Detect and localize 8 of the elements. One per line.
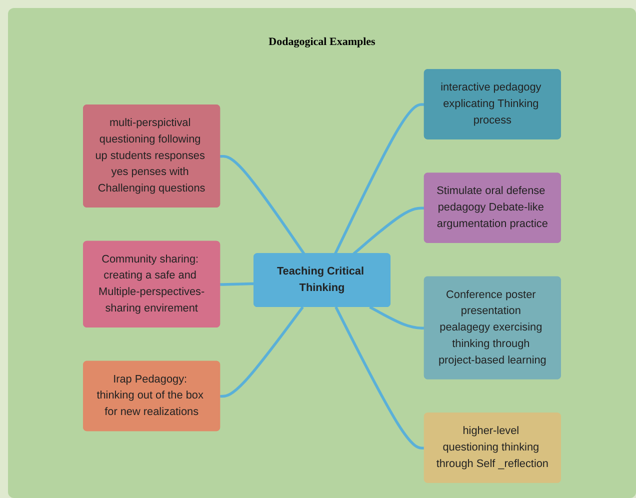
diagram-title: Dodagogical Examples: [268, 36, 376, 48]
connector: [334, 306, 425, 450]
connector: [220, 154, 306, 255]
connector: [220, 306, 304, 398]
connector: [334, 103, 425, 254]
connector: [220, 282, 254, 286]
connector: [369, 306, 425, 330]
connector: [352, 206, 425, 255]
